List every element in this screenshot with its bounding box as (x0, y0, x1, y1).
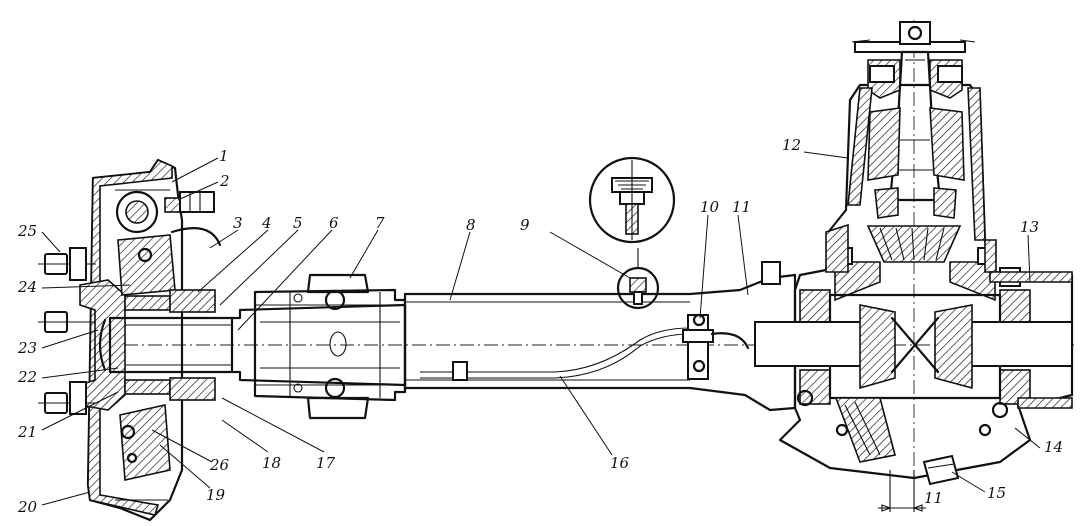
callout-13: 13 (1020, 218, 1039, 236)
callout-8: 8 (466, 216, 476, 234)
callout-23: 23 (17, 339, 37, 357)
callout-25: 25 (17, 222, 37, 240)
callout-11: 11 (732, 198, 751, 216)
callout-5: 5 (293, 214, 303, 232)
callout-19: 19 (206, 486, 226, 504)
callout-15: 15 (987, 484, 1006, 502)
spring-seat (253, 273, 407, 420)
callout-17: 17 (316, 454, 336, 472)
callout-22: 22 (17, 368, 37, 386)
axle-tube (403, 273, 797, 412)
dimension-label: 11 (924, 489, 943, 507)
callout-12: 12 (782, 136, 801, 154)
callout-9: 9 (520, 216, 530, 234)
callout-3: 3 (233, 214, 243, 232)
callout-10: 10 (700, 198, 720, 216)
callout-7: 7 (375, 214, 385, 232)
callout-4: 4 (261, 214, 272, 232)
callout-6: 6 (329, 214, 339, 232)
callout-20: 20 (17, 498, 38, 516)
brake-shoe-lower (119, 404, 171, 481)
callout-2: 2 (219, 172, 230, 190)
callout-26: 26 (209, 456, 230, 474)
wheel-studs (38, 247, 96, 415)
valve-detail-inset (588, 156, 676, 310)
leader-lines (41, 151, 1041, 506)
callout-16: 16 (610, 454, 630, 472)
brake-shoe-upper (117, 234, 176, 296)
callout-labels: 1 2 3 4 5 6 7 8 9 10 11 12 13 14 15 16 1… (17, 136, 1063, 516)
callout-14: 14 (1044, 438, 1063, 456)
final-drive-housing (754, 21, 1074, 512)
callout-18: 18 (262, 454, 281, 472)
callout-1: 1 (219, 147, 229, 165)
wheel-hub-assembly (38, 158, 222, 522)
callout-24: 24 (17, 278, 37, 296)
callout-21: 21 (17, 423, 37, 441)
